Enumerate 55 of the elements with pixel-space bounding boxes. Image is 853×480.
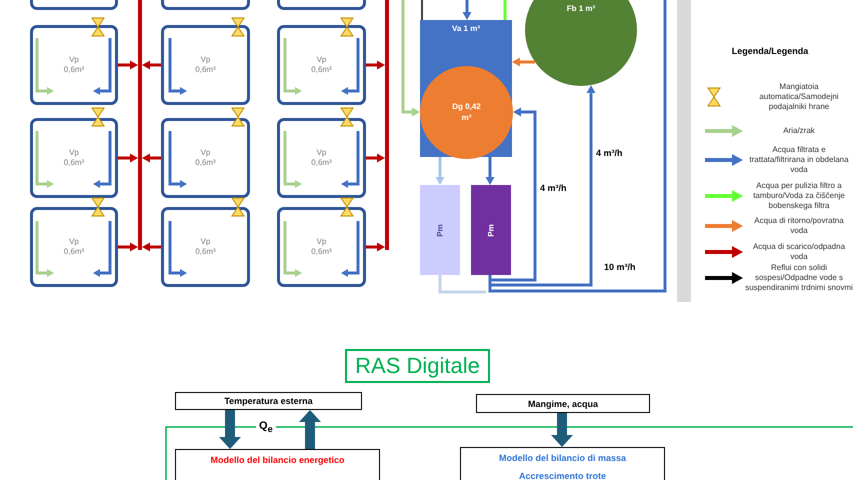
arrow xyxy=(118,154,138,162)
legend-text: Mangiatoia automatica/Samodejni podajalniki hrane xyxy=(758,82,840,112)
arrow xyxy=(142,242,161,252)
legend-text: Reflui con solidi sospesi/Odpadne vode s suspendiranimi trdnimi snovmi xyxy=(745,263,853,293)
model-box: Modello del bilancio energetico xyxy=(175,449,380,480)
title-box: RAS Digitale xyxy=(345,349,490,383)
edge-label: 10 m³/h xyxy=(604,262,636,272)
arrow xyxy=(118,60,138,70)
pump-box: Pm xyxy=(420,185,460,275)
block-arrow xyxy=(219,410,241,449)
degasser-circle: Dg 0,42 m³ xyxy=(420,66,513,159)
tank-box: Vp 0,6m³ xyxy=(161,207,250,287)
arrow xyxy=(366,242,385,252)
input-box: Mangime, acqua xyxy=(476,394,650,413)
edge-label: 4 m³/h xyxy=(596,148,623,158)
tank-box: Vp 0,6m³ xyxy=(161,118,250,198)
legend-text: Acqua di scarico/odpadna voda xyxy=(752,242,846,262)
input-box: Temperatura esterna xyxy=(175,392,362,410)
pipe-line xyxy=(504,0,506,20)
arrow xyxy=(436,157,444,185)
block-arrow xyxy=(299,410,321,449)
arrow xyxy=(366,60,385,70)
legend-title: Legenda/Legenda xyxy=(730,46,810,56)
arrow xyxy=(366,154,385,162)
arrow xyxy=(512,58,536,66)
arrow xyxy=(142,60,161,70)
flow-label: Q$_{e}$ xyxy=(256,420,276,434)
arrow xyxy=(118,242,138,252)
tank-box: Vp 0,6m³ xyxy=(277,25,366,105)
arrow xyxy=(462,0,472,20)
tank-box: Vp 0,6m³ xyxy=(30,207,118,287)
pump-box: Pm xyxy=(471,185,511,275)
legend-text: Aria/zrak xyxy=(782,126,816,136)
legend-text: Acqua di ritorno/povratna voda xyxy=(753,216,845,236)
model-box: Modello del bilancio di massa Accrescimento trote xyxy=(460,447,665,480)
pipe-line xyxy=(438,275,486,294)
tank-box: Vp 0,6m³ xyxy=(30,25,118,105)
arrow xyxy=(142,154,161,162)
tank-box: Vp 0,6m³ xyxy=(161,25,250,105)
drain-pipe xyxy=(385,0,389,250)
block-arrow xyxy=(551,413,573,447)
legend-text: Acqua filtrata e trattata/filtrirana in obdelana voda xyxy=(748,145,850,175)
filter-circle: Fb 1 m³ xyxy=(525,0,637,86)
arrow xyxy=(488,108,536,282)
tank-box: Vp 0,6m³ xyxy=(277,118,366,198)
pipe-line xyxy=(488,0,666,292)
arrow xyxy=(488,85,596,286)
tank-box: Vp 0,6m³ xyxy=(277,207,366,287)
tank-box: Va 1 m³ Dg 0,42 m³ xyxy=(420,20,512,157)
legend-text: Acqua per pulizia filtro a tamburo/Voda za čiščenje bobenskega filtra xyxy=(752,181,846,211)
drain-pipe xyxy=(138,0,142,250)
arrow xyxy=(402,0,420,116)
tank-box: Vp 0,6m³ xyxy=(30,118,118,198)
edge-label: 4 m³/h xyxy=(540,183,567,193)
arrow xyxy=(486,157,494,185)
